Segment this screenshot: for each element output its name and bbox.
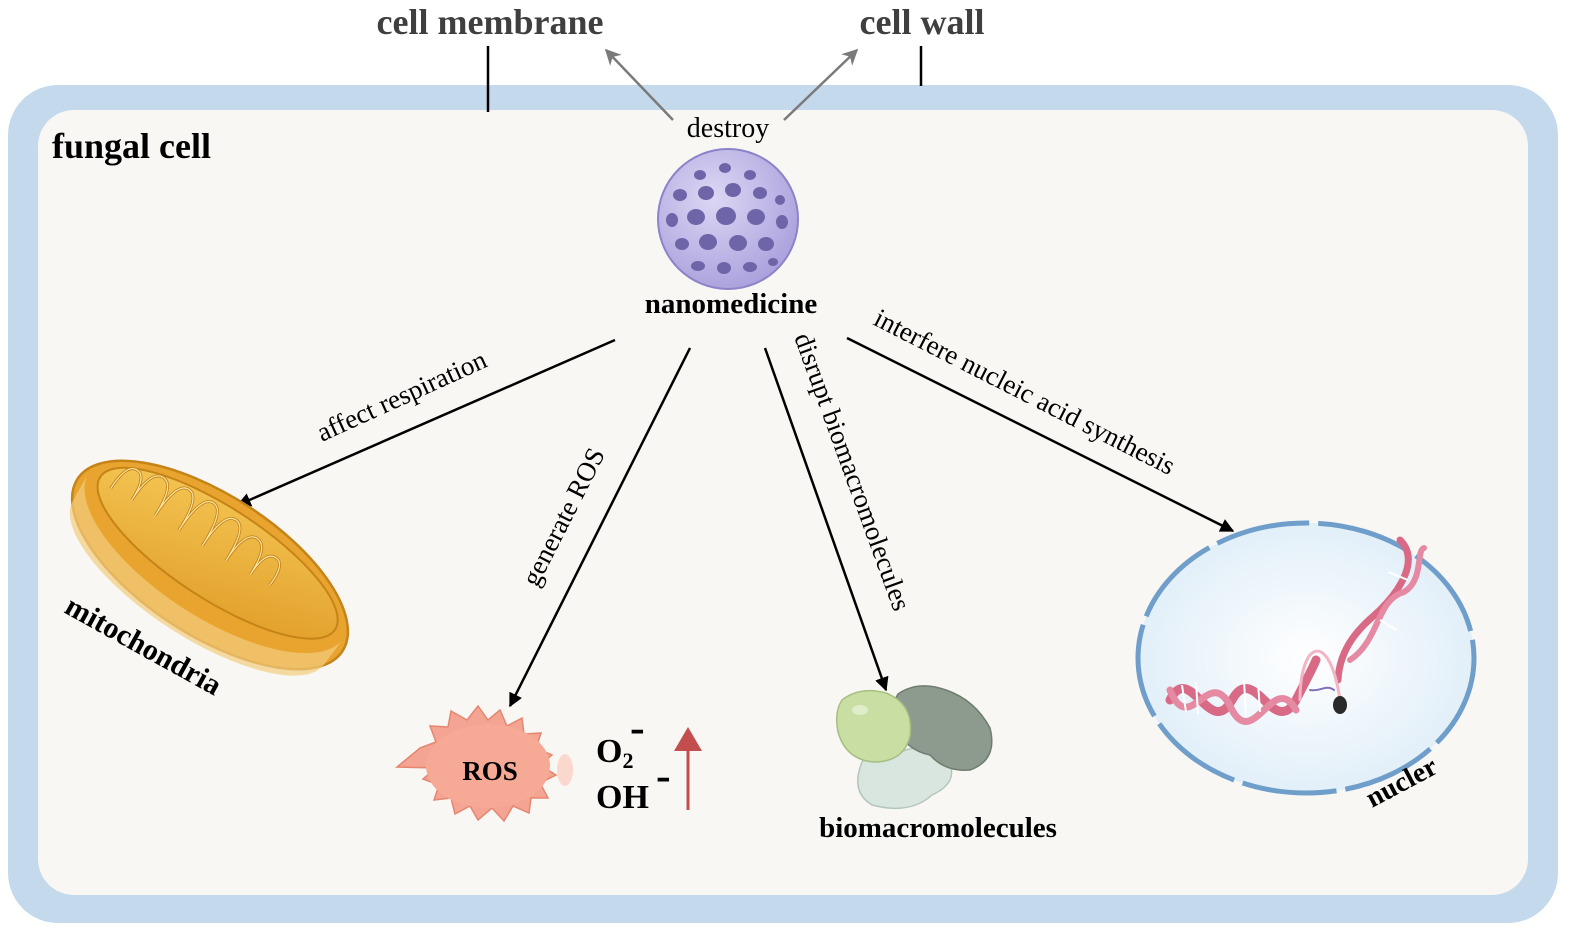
hydroxide-label: OH — [596, 779, 649, 816]
arrow-to-biomacromolecules — [763, 347, 889, 692]
nanomedicine-label: nanomedicine — [645, 288, 818, 320]
cell-wall-label: cell wall — [860, 2, 985, 42]
nucleus-dna-icon — [1135, 520, 1477, 796]
arrow-to-mitochondria — [236, 338, 616, 507]
superoxide-label: O2 — [596, 733, 633, 773]
arrow-to-nucleus — [846, 336, 1235, 533]
fungal-cell-title: fungal cell — [52, 126, 211, 166]
ros-badge-label: ROS — [462, 756, 518, 786]
destroy-label: destroy — [687, 113, 769, 144]
mitochondria-icon — [69, 459, 350, 676]
superoxide-o: O — [596, 733, 622, 770]
nanoparticle-icon — [657, 148, 799, 290]
superoxide-subscript: 2 — [622, 748, 633, 773]
biomacromolecule-icon — [835, 685, 993, 810]
destroy-arrow-membrane — [604, 48, 674, 121]
up-arrow-icon — [674, 727, 702, 810]
biomacromolecules-label: biomacromolecules — [819, 812, 1057, 844]
ros-icon — [394, 704, 573, 823]
superoxide-minus: - — [630, 703, 645, 752]
arrow-to-ros — [508, 347, 692, 708]
destroy-arrow-wall — [783, 48, 859, 121]
hydroxide-minus: - — [656, 751, 671, 800]
cell-membrane-label: cell membrane — [377, 2, 604, 42]
